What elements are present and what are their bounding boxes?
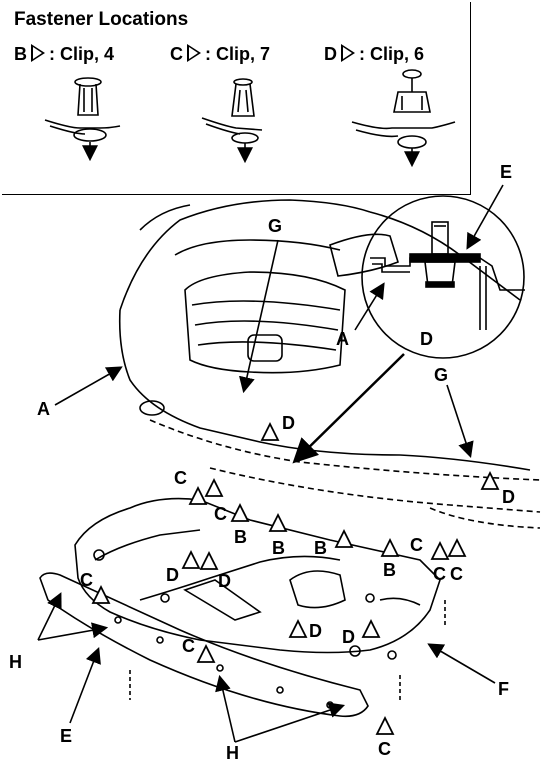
callout-d3: D — [166, 565, 179, 585]
triangle-marker-c3 — [181, 549, 201, 569]
triangle-marker-b1 — [230, 502, 250, 522]
callout-c5: C — [450, 564, 463, 584]
legend-title: Fastener Locations — [14, 9, 189, 30]
legend-item-d: D : Clip, 6 — [324, 44, 424, 65]
legend-letter-b: B — [14, 44, 27, 64]
callout-b3: B — [314, 538, 327, 558]
fastener-legend: Fastener Locations B : Clip, 4 C : Clip, 7… — [2, 2, 471, 195]
legend-item-b: B : Clip, 4 — [14, 44, 114, 65]
legend-item-c: C : Clip, 7 — [170, 44, 270, 65]
callout-e-bottom: E — [60, 726, 73, 746]
triangle-marker-b2 — [268, 512, 288, 532]
callout-d1: D — [282, 413, 295, 433]
triangle-marker-b4 — [380, 537, 400, 557]
callout-d5: D — [309, 621, 322, 641]
callout-c7: C — [182, 636, 195, 656]
callout-d-detail: D — [420, 329, 433, 349]
callout-d4: D — [218, 571, 231, 591]
callout-g-right: G — [434, 365, 449, 385]
triangle-marker-c5 — [447, 537, 467, 557]
callout-c4: C — [433, 564, 446, 584]
callout-a-left: A — [37, 399, 50, 419]
triangle-marker-d5 — [288, 618, 308, 638]
callout-d2: D — [502, 487, 515, 507]
clip-b-illustration — [44, 77, 121, 162]
callout-b2: B — [272, 538, 285, 558]
callout-c2: C — [214, 504, 227, 524]
triangle-marker-d2 — [480, 470, 500, 490]
fastener-triangles — [91, 421, 500, 735]
triangle-marker-d1 — [260, 421, 280, 441]
triangle-marker-c1 — [188, 485, 208, 505]
callout-e-top: E — [500, 162, 513, 182]
clip-c-illustration — [201, 78, 263, 164]
triangle-marker-c7 — [196, 643, 216, 663]
callout-c8: C — [378, 739, 391, 759]
legend-desc-c: : Clip, 7 — [205, 44, 271, 64]
callout-c1: C — [174, 468, 187, 488]
detail-view — [292, 195, 525, 464]
clip-d-illustration — [351, 69, 456, 168]
callout-h-bottom: H — [226, 743, 239, 763]
triangle-marker-c2 — [204, 477, 224, 497]
callout-b1: B — [234, 527, 247, 547]
callout-a-detail: A — [336, 329, 349, 349]
undercover-panel — [74, 497, 441, 660]
callout-d6: D — [342, 627, 355, 647]
triangle-icon — [31, 44, 45, 62]
legend-letter-d: D — [324, 44, 337, 64]
leader-lines — [37, 184, 504, 743]
legend-desc-b: : Clip, 4 — [49, 44, 115, 64]
callout-c3: C — [410, 535, 423, 555]
callout-f: F — [498, 679, 509, 699]
legend-letter-c: C — [170, 44, 183, 64]
triangle-marker-b3 — [334, 528, 354, 548]
callout-g-top: G — [268, 216, 283, 236]
triangle-marker-c6 — [91, 584, 111, 604]
triangle-icon — [187, 44, 201, 62]
triangle-marker-c8 — [375, 715, 395, 735]
callout-c6: C — [80, 570, 93, 590]
triangle-marker-c4 — [430, 540, 450, 560]
callout-h-left: H — [9, 652, 22, 672]
triangle-icon — [341, 44, 355, 62]
triangle-marker-d3 — [199, 550, 219, 570]
callout-b4: B — [383, 560, 396, 580]
legend-desc-d: : Clip, 6 — [359, 44, 425, 64]
triangle-marker-d6 — [361, 618, 381, 638]
